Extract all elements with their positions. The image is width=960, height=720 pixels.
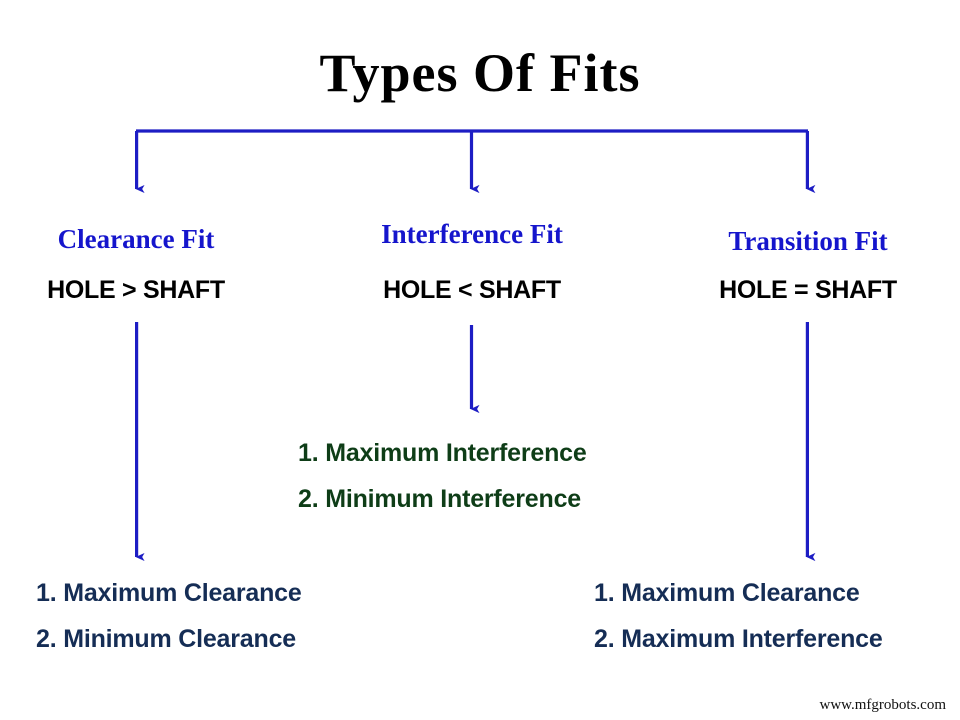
list-item: 1. Maximum Clearance — [36, 579, 302, 607]
detail-list-transition: 1. Maximum Clearance 2. Maximum Interfer… — [594, 570, 883, 662]
list-item: 2. Maximum Interference — [594, 625, 883, 653]
branch-relation-interference: HOLE < SHAFT — [383, 276, 561, 304]
detail-list-interference: 1. Maximum Interference 2. Minimum Inter… — [298, 430, 587, 522]
page-title: Types Of Fits — [319, 43, 641, 103]
list-item: 2. Minimum Clearance — [36, 625, 296, 653]
branch-title-clearance: Clearance Fit — [57, 224, 215, 254]
list-item: 2. Minimum Interference — [298, 485, 581, 513]
list-item: 1. Maximum Clearance — [594, 579, 860, 607]
list-item: 1. Maximum Interference — [298, 439, 587, 467]
branch-title-transition: Transition Fit — [728, 226, 888, 256]
detail-list-clearance: 1. Maximum Clearance 2. Minimum Clearanc… — [36, 570, 302, 662]
watermark: www.mfgrobots.com — [819, 697, 946, 713]
branch-title-interference: Interference Fit — [381, 219, 563, 249]
branch-relation-clearance: HOLE > SHAFT — [47, 276, 225, 304]
branch-relation-transition: HOLE = SHAFT — [719, 276, 897, 304]
